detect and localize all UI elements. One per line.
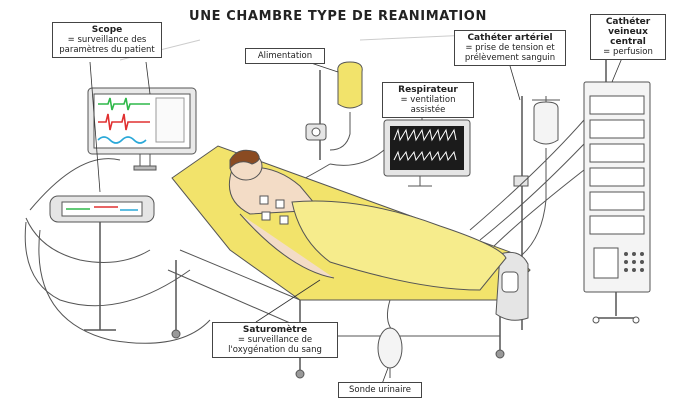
feeding-pole (306, 62, 362, 160)
urinary-bag (378, 300, 402, 378)
saturometre-text: = surveillance de l'oxygénation du sang (216, 335, 334, 355)
alimentation-label: Alimentation (245, 48, 325, 64)
scope-text: = surveillance des paramètres du patient (56, 35, 158, 55)
catheter-arteriel-text: = prise de tension et prélèvement sangui… (458, 43, 562, 63)
catheter-veineux-heading: Cathéter veineux central (594, 17, 662, 47)
catheter-veineux-label: Cathéter veineux central = perfusion (590, 14, 666, 60)
respirateur-heading: Respirateur (386, 85, 470, 95)
sonde-urinaire-label: Sonde urinaire (338, 382, 422, 398)
scope-monitor (88, 88, 196, 170)
alimentation-text: Alimentation (249, 51, 321, 61)
scope-heading: Scope (56, 25, 158, 35)
saturometre-label: Saturomètre = surveillance de l'oxygénat… (212, 322, 338, 358)
catheter-veineux-text: = perfusion (594, 47, 662, 57)
sonde-urinaire-text: Sonde urinaire (342, 385, 418, 395)
respirateur-text: = ventilation assistée (386, 95, 470, 115)
respirateur-label: Respirateur = ventilation assistée (382, 82, 474, 118)
catheter-arteriel-heading: Cathéter artériel (458, 33, 562, 43)
saturometre-heading: Saturomètre (216, 325, 334, 335)
catheter-arteriel-label: Cathéter artériel = prise de tension et … (454, 30, 566, 66)
portable-monitor (50, 196, 154, 330)
scope-label: Scope = surveillance des paramètres du p… (52, 22, 162, 58)
